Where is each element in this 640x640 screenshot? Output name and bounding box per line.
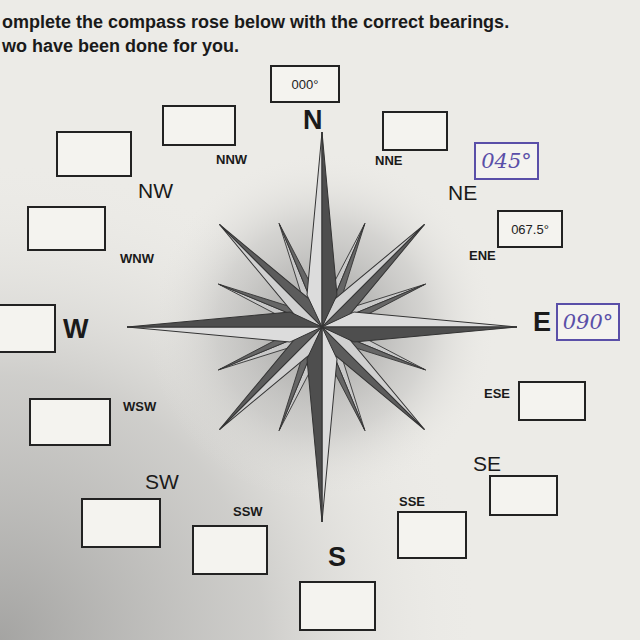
direction-label: W <box>63 316 88 343</box>
answered-bearing-box: 045° <box>474 142 539 180</box>
bearing-value: 067.5° <box>511 223 549 236</box>
direction-label: E <box>533 309 551 336</box>
direction-label: NE <box>448 182 477 203</box>
bearing-value: 000° <box>292 78 319 91</box>
direction-label: WSW <box>123 400 156 413</box>
bearing-value: 090° <box>563 312 614 333</box>
direction-label: NNW <box>216 153 247 166</box>
bearing-box: 000° <box>270 65 340 103</box>
direction-label: SSW <box>233 505 263 518</box>
direction-label: NW <box>138 180 173 201</box>
direction-label: NNE <box>375 154 402 167</box>
direction-label: N <box>303 107 323 134</box>
instruction-title: omplete the compass rose below with the … <box>2 10 516 58</box>
direction-label: SSE <box>399 495 425 508</box>
direction-label: WNW <box>120 252 154 265</box>
bearing-value: 045° <box>481 151 532 172</box>
direction-label: ENE <box>469 249 496 262</box>
answered-bearing-box: 090° <box>556 303 620 341</box>
direction-label: S <box>328 544 346 571</box>
direction-label: ESE <box>484 387 510 400</box>
direction-label: SW <box>145 471 179 492</box>
bearing-box: 067.5° <box>497 210 563 248</box>
direction-label: SE <box>473 453 501 474</box>
